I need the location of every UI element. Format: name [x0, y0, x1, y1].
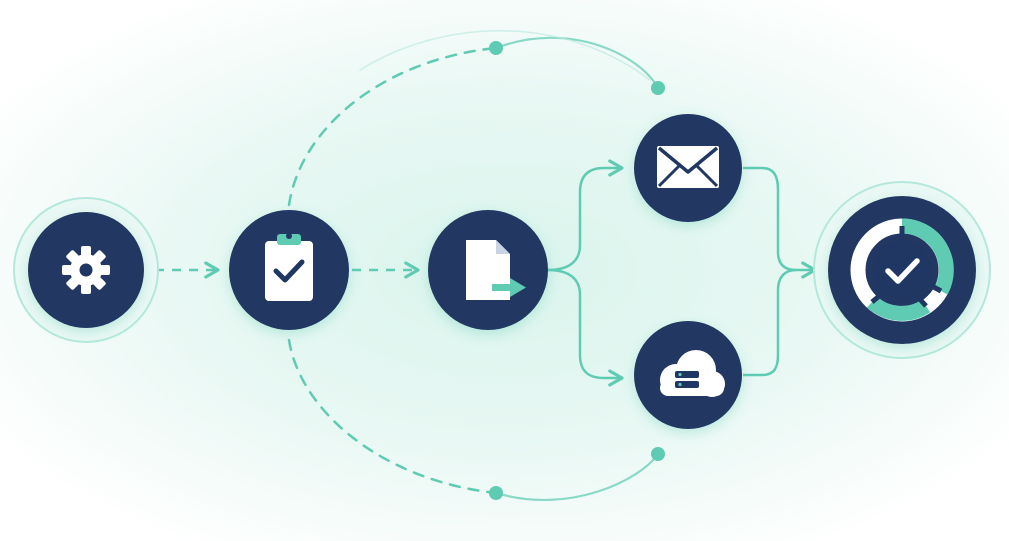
bottom-loop-solid-arc: [494, 452, 660, 502]
top-loop-dot-2: [651, 81, 665, 95]
top-loop: [287, 30, 660, 207]
top-loop-outer-arc: [359, 30, 651, 81]
node-complete[interactable]: [813, 181, 991, 359]
node-settings[interactable]: [13, 197, 159, 343]
node-storage[interactable]: [634, 321, 742, 429]
node-review[interactable]: [229, 210, 349, 330]
connector-email-complete: [743, 166, 817, 279]
document-export-icon: [466, 240, 526, 300]
progress-ring-arc: [901, 218, 954, 295]
node-email[interactable]: [634, 114, 742, 222]
gear-icon: [62, 246, 110, 294]
top-loop-dot-1: [489, 41, 503, 55]
top-loop-solid-arc: [494, 36, 660, 90]
envelope-icon: [657, 146, 719, 188]
bottom-loop-dot-2: [651, 447, 665, 461]
connector-export-storage: [547, 268, 624, 387]
top-loop-dashed-arc: [287, 46, 498, 207]
server-rack-icon: [675, 371, 699, 388]
connector-export-email: [547, 159, 624, 272]
check-mark: [885, 258, 920, 284]
bottom-loop-dashed-arc: [287, 338, 498, 495]
bottom-loop-dot-1: [489, 486, 503, 500]
connector-storage-complete: [743, 268, 797, 377]
bottom-loop: [287, 338, 660, 502]
check-badge: [873, 241, 931, 299]
clipboard-check-icon: [265, 233, 313, 301]
progress-check-icon: [850, 218, 954, 322]
node-export[interactable]: [428, 210, 548, 330]
progress-ring-arc-2: [866, 296, 931, 321]
